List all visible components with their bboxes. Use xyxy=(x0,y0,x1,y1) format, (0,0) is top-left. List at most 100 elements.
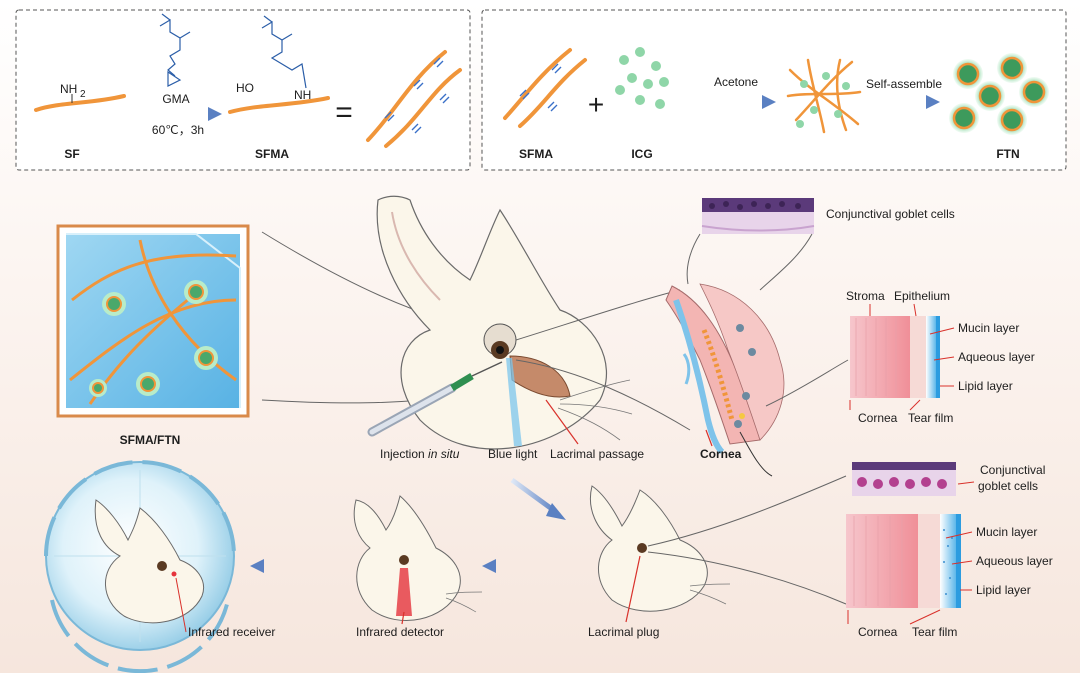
mucin-label-bottom: Mucin layer xyxy=(976,525,1037,539)
syringe xyxy=(367,361,503,437)
connector-cube-syringe xyxy=(261,399,421,404)
goblet-bottom-label-1: Conjunctival xyxy=(980,463,1045,477)
sfma-fiber-c xyxy=(503,48,572,120)
rabbit-whiskers xyxy=(557,379,633,441)
ftn-nanoparticles xyxy=(949,53,1049,135)
ho-label: HO xyxy=(236,81,254,95)
stroma-label: Stroma xyxy=(846,289,885,303)
infrared-detector-pointer xyxy=(401,611,405,625)
stroma-top xyxy=(850,316,910,398)
aqueous-label-bottom: Aqueous layer xyxy=(976,554,1053,568)
aqueous-pointer-top xyxy=(933,356,955,361)
condition-label: 60℃，3h xyxy=(152,123,204,137)
arrow-to-receiver-head xyxy=(250,559,264,573)
rabbit-detector xyxy=(353,495,483,621)
mucin-label-top: Mucin layer xyxy=(958,321,1019,335)
stroma-top-texture xyxy=(855,318,897,396)
arrow-to-plug-head xyxy=(546,503,566,520)
receiver-ring-top xyxy=(44,460,236,557)
sfma-structure xyxy=(261,15,307,89)
gma-arrow-head xyxy=(208,107,222,121)
tissue-layers-top xyxy=(850,316,940,398)
tissue-layers-bottom xyxy=(846,514,961,608)
aqueous-dots xyxy=(943,529,953,595)
infrared-receiver-label: Infrared receiver xyxy=(188,625,275,639)
goblet-bottom-label-2: goblet cells xyxy=(978,479,1038,493)
rabbit-plug-eye xyxy=(637,543,647,553)
syringe-needle xyxy=(471,361,503,377)
icg-molecules xyxy=(615,47,669,109)
rabbit-eye-pupil xyxy=(496,346,504,354)
sfma-fiber xyxy=(228,96,330,114)
self-assemble-arrow-head xyxy=(926,95,940,109)
aqueous-pointer-bottom xyxy=(951,560,973,565)
corneal-surface xyxy=(673,299,725,455)
assembly-panel-border xyxy=(481,9,1067,171)
gma-label: GMA xyxy=(162,92,189,106)
sfma-groups-right xyxy=(519,63,562,112)
rabbit-plug-outline xyxy=(589,485,708,612)
mucin-pointer-top xyxy=(929,327,955,335)
connector-eye-section xyxy=(515,289,681,341)
stroma-bottom xyxy=(846,514,918,608)
lacrimal-passage-label: Lacrimal passage xyxy=(550,447,644,461)
epithelium-bottom xyxy=(918,514,940,608)
receiver-signal-dot xyxy=(171,571,177,577)
connector-goblet-top-b xyxy=(759,233,813,291)
tear-bracket-top xyxy=(909,399,921,411)
lipid-label-bottom: Lipid layer xyxy=(976,583,1031,597)
cube-ftn-particles xyxy=(89,280,218,397)
tear-film-top xyxy=(926,316,936,398)
epithelium-label: Epithelium xyxy=(894,289,950,303)
receiver-rabbit xyxy=(94,499,204,624)
tear-drip xyxy=(682,353,691,385)
lacrimal-plug-label: Lacrimal plug xyxy=(588,625,659,639)
lacrimal-plug-pointer xyxy=(625,555,641,623)
synthesis-panel: NH 2 SF GMA 60℃，3h HO NH SFMA = xyxy=(15,9,471,171)
eye-section xyxy=(665,283,785,477)
assembly-panel: SFMA + ICG Acetone Self-assemble xyxy=(481,9,1067,171)
syringe-barrel-inner xyxy=(369,385,455,435)
blue-light-beam xyxy=(506,358,522,446)
sfma-fiber-a xyxy=(366,50,447,142)
syringe-hub xyxy=(450,372,474,392)
lipid-label-top: Lipid layer xyxy=(958,379,1013,393)
equals-sign: = xyxy=(335,96,353,129)
tear-film-bottom xyxy=(940,514,956,608)
goblet-cells-top xyxy=(701,198,815,234)
cornea-label-top: Cornea xyxy=(858,411,898,425)
blue-light-label: Blue light xyxy=(488,447,538,461)
cornea-section-label: Cornea xyxy=(700,447,742,461)
cornea-section-pointer xyxy=(705,429,713,447)
aqueous-label-top: Aqueous layer xyxy=(958,350,1035,364)
goblet-strip-top-nuclei xyxy=(702,198,814,212)
hydrogel-cube xyxy=(56,224,250,418)
connector-goblet-top xyxy=(686,233,701,285)
mucin-pointer-bottom xyxy=(945,531,973,539)
tear-bracket-bottom xyxy=(909,609,941,625)
acetone-arrow-head xyxy=(762,95,776,109)
lipid-bottom xyxy=(956,514,961,608)
receiver-rabbit-eye xyxy=(157,561,167,571)
plus-sign: + xyxy=(588,89,604,120)
tear-film-label-top: Tear film xyxy=(908,411,953,425)
infrared-receiver xyxy=(44,460,236,673)
receiver-ring-bottom xyxy=(50,599,230,673)
infrared-receiver-pointer xyxy=(175,577,187,633)
rabbit-plug xyxy=(589,485,731,612)
icg-label: ICG xyxy=(631,147,652,161)
acetone-label: Acetone xyxy=(714,75,758,89)
epithelium-top xyxy=(910,316,926,398)
section-tail-line xyxy=(739,431,773,477)
lacrimal-tissue xyxy=(509,355,571,398)
injection-label: Injection in situ xyxy=(380,447,460,461)
synthesis-panel-border xyxy=(15,9,471,171)
lacrimal-passage-pointer xyxy=(545,399,579,445)
connector-plug-tissue xyxy=(647,475,847,547)
connector-eye-section-low xyxy=(515,359,691,431)
nh2-label: NH xyxy=(60,82,77,96)
conjunctiva-tissue xyxy=(699,283,785,441)
rabbit-main xyxy=(376,195,633,450)
